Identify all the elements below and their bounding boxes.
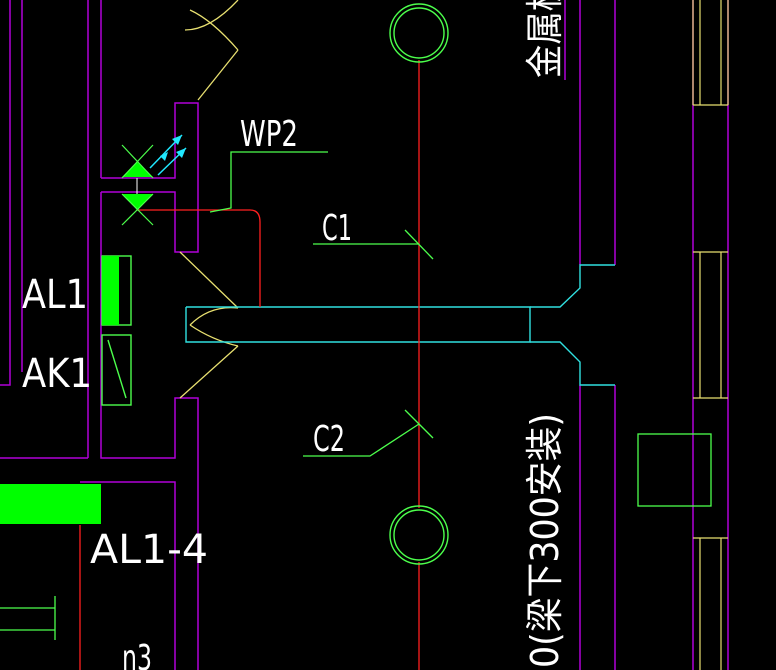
leader-wp2 bbox=[209, 151, 328, 213]
wall-lines bbox=[0, 0, 729, 670]
label-wp2: WP2 bbox=[240, 114, 298, 155]
label-al1: AL1 bbox=[22, 272, 88, 318]
tick-c1 bbox=[404, 229, 434, 260]
door-leaf-bottom bbox=[179, 345, 239, 399]
door-swing-mid-a bbox=[189, 306, 239, 326]
wall-room-bottom bbox=[100, 192, 199, 670]
wall-left-outer bbox=[0, 0, 11, 386]
door-swing-mid-b bbox=[189, 324, 239, 347]
beam-outline bbox=[185, 264, 615, 386]
label-c1: C1 bbox=[322, 208, 352, 249]
label-vertical-top: 金属板 bbox=[523, 0, 567, 78]
label-n3: n3 bbox=[122, 638, 152, 670]
door-swing-top-b bbox=[189, 9, 239, 51]
window-hatch-right bbox=[692, 0, 729, 670]
label-c2: C2 bbox=[313, 419, 345, 460]
cable-lines bbox=[79, 60, 420, 670]
tick-c2 bbox=[404, 409, 434, 439]
green-triangle-icon bbox=[122, 194, 153, 210]
busbar-bottom-left bbox=[0, 596, 56, 640]
equipment-box-right bbox=[637, 433, 712, 507]
label-al1-4: AL1-4 bbox=[90, 527, 208, 573]
leader-c2 bbox=[303, 423, 420, 457]
cable-wp2 bbox=[137, 209, 261, 307]
label-ak1: AK1 bbox=[22, 351, 92, 397]
green-triangle-icon bbox=[122, 162, 153, 177]
leader-lines bbox=[209, 151, 434, 457]
circle-lamp-icon bbox=[389, 3, 449, 63]
panel-al1-4-fill bbox=[0, 484, 101, 524]
circle-lamp-icon bbox=[389, 505, 449, 565]
panel-al1 bbox=[101, 255, 132, 326]
door-swings bbox=[179, 0, 239, 399]
door-leaf-top bbox=[197, 49, 239, 101]
emergency-light-symbol bbox=[121, 134, 187, 226]
label-vertical-bottom: 0(梁下300安装) bbox=[523, 413, 567, 668]
wall-pillar-top bbox=[101, 102, 199, 253]
ceiling-light-bottom bbox=[389, 505, 449, 565]
distribution-box-icon bbox=[102, 256, 119, 325]
wall-lower-room bbox=[80, 481, 176, 670]
ceiling-light-top bbox=[389, 3, 449, 63]
door-leaf-mid bbox=[179, 251, 239, 309]
distribution-box-icon bbox=[101, 334, 132, 406]
door-swing-top-a bbox=[184, 0, 239, 31]
panel-ak1 bbox=[101, 334, 132, 406]
